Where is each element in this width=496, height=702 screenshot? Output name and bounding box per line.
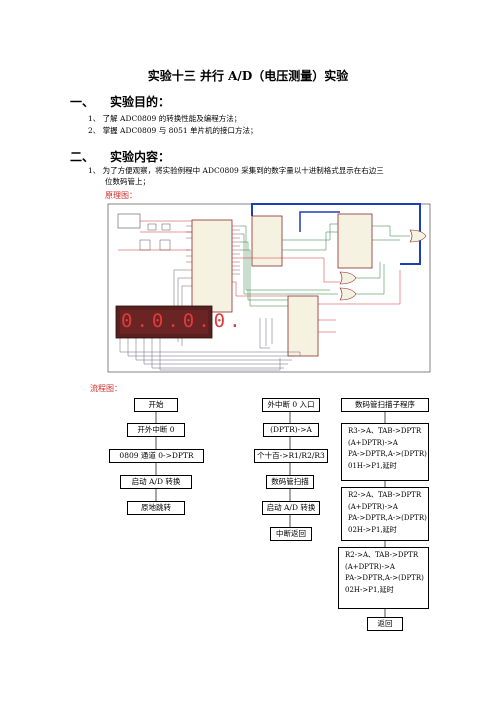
flow-read-dptr: (DPTR)->A <box>263 423 319 437</box>
flow-int0-entry: 外中断 0 入口 <box>262 398 320 412</box>
schematic-label: 原理图： <box>105 191 137 200</box>
scan-line: R2->A、TAB->DPTR <box>345 551 419 559</box>
flow-return: 返回 <box>367 617 403 631</box>
item-text: 为了方便观察，将实验例程中 ADC0809 采集到的数字量以十进制格式显示在右边… <box>102 166 384 175</box>
flow-loop-jump: 原地跳转 <box>127 501 185 515</box>
document-title: 实验十三 并行 A/D（电压测量）实验 <box>147 69 349 83</box>
section-1-item-2: 2、 掌握 ADC0809 与 8051 单片机的接口方法； <box>88 126 258 136</box>
section-2-item-1: 1、 为了方便观察，将实验例程中 ADC0809 采集到的数字量以十进制格式显示… <box>88 166 384 176</box>
flow-restart-ad: 启动 A/D 转换 <box>262 501 320 515</box>
flow-start-ad: 启动 A/D 转换 <box>120 475 192 489</box>
flow-label: 流程图： <box>90 384 122 393</box>
flow-scan-block-2: R2->A、TAB->DPTR (A+DPTR)->A PA->DPTR,A->… <box>341 487 429 541</box>
section-2-heading: 实验内容： <box>110 150 171 164</box>
flow-scan-block-3: R2->A、TAB->DPTR (A+DPTR)->A PA->DPTR,A->… <box>338 547 429 609</box>
section-1-item-1: 1、 了解 ADC0809 的转换性能及编程方法； <box>88 114 241 124</box>
flow-channel-to-dptr: 0809 通道 0->DPTR <box>109 449 204 463</box>
item-number: 1、 <box>88 166 101 175</box>
scan-line: 02H->P1,延时 <box>345 585 394 594</box>
flow-display-scan: 数码管扫描 <box>266 475 314 489</box>
item-text: 了解 ADC0809 的转换性能及编程方法； <box>102 114 242 123</box>
flow-enable-int0: 开外中断 0 <box>127 423 185 437</box>
scan-line: R2->A、TAB->DPTR <box>348 491 422 499</box>
flow-scan-block-1: R3->A、TAB->DPTR (A+DPTR)->A PA->DPTR,A->… <box>341 423 429 481</box>
item-text: 掌握 ADC0809 与 8051 单片机的接口方法； <box>102 126 258 135</box>
scan-line: PA->DPTR,A->(DPTR) <box>345 574 424 582</box>
flow-digits-to-regs: 个十百->R1/R2/R3 <box>254 449 328 463</box>
flow-start: 开始 <box>134 398 178 412</box>
scan-line: PA->DPTR,A->(DPTR) <box>348 450 427 458</box>
scan-line: (A+DPTR)->A <box>345 562 395 571</box>
flow-scan-subroutine-head: 数码管扫描子程序 <box>341 398 429 412</box>
section-2-item-1-cont: 位数码管上； <box>105 177 150 186</box>
scan-line: 02H->P1,延时 <box>348 525 397 534</box>
scan-line: (A+DPTR)->A <box>348 502 398 511</box>
scan-line: PA->DPTR,A->(DPTR) <box>348 514 427 522</box>
section-2-number: 二、 <box>70 150 95 164</box>
scan-line: (A+DPTR)->A <box>348 438 398 447</box>
scan-line: R3->A、TAB->DPTR <box>348 427 422 435</box>
section-1-heading: 实验目的： <box>110 95 171 109</box>
item-number: 2、 <box>88 126 101 135</box>
item-number: 1、 <box>88 114 101 123</box>
seven-segment-display: 0.0.0.0. <box>121 310 245 332</box>
section-1-number: 一、 <box>70 95 95 109</box>
flow-int-return: 中断返回 <box>270 527 312 541</box>
scan-line: 01H->P1,延时 <box>348 461 397 470</box>
